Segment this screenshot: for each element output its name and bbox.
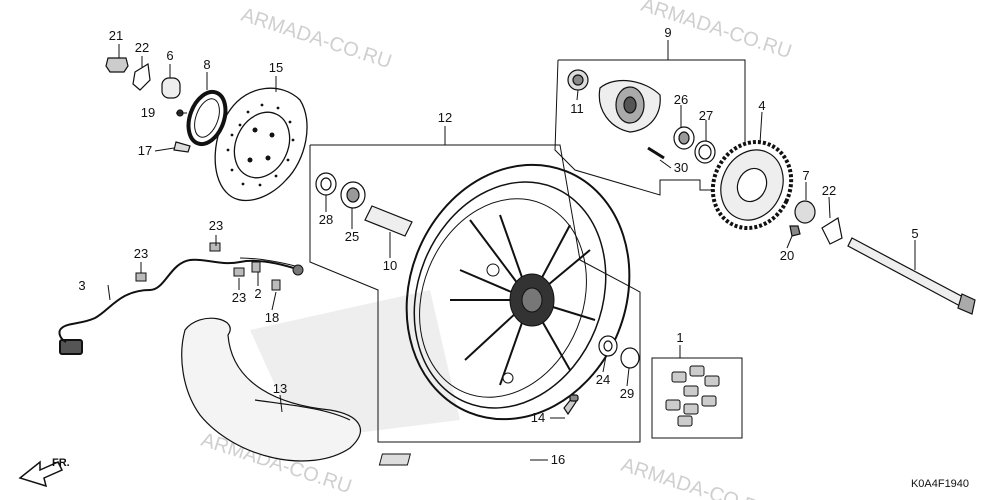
brake-disc bbox=[214, 87, 308, 202]
hub-group-outline bbox=[554, 59, 746, 196]
callout-5: 5 bbox=[911, 226, 918, 241]
callout-6: 6 bbox=[166, 48, 173, 63]
damper-group-outline bbox=[651, 357, 743, 439]
diagram-code: K0A4F1940 bbox=[911, 478, 969, 490]
callout-20: 20 bbox=[780, 248, 794, 263]
watermark-text: ARMADA-CO.RU bbox=[238, 4, 394, 73]
callout-19: 19 bbox=[141, 105, 155, 120]
callout-1: 1 bbox=[676, 330, 683, 345]
driven-sprocket bbox=[710, 140, 794, 230]
speed-sensor-harness bbox=[58, 257, 301, 355]
wheel-group-outline bbox=[309, 144, 641, 443]
callout-23b: 23 bbox=[134, 246, 148, 261]
callout-22: 22 bbox=[135, 40, 149, 55]
callout-2: 2 bbox=[254, 286, 261, 301]
front-label: FR. bbox=[52, 457, 70, 469]
group-outlines bbox=[309, 40, 746, 443]
final-driven-flange bbox=[567, 69, 716, 164]
rear-axle bbox=[789, 200, 976, 315]
callout-27: 27 bbox=[699, 108, 713, 123]
harness-clips bbox=[135, 242, 304, 291]
watermark-text: ARMADA-CO.RU bbox=[618, 454, 774, 500]
leader-lines bbox=[107, 44, 916, 461]
callout-7: 7 bbox=[802, 168, 809, 183]
callout-28: 28 bbox=[319, 212, 333, 227]
callout-25: 25 bbox=[345, 229, 359, 244]
callout-15: 15 bbox=[269, 60, 283, 75]
callout-13: 13 bbox=[273, 381, 287, 396]
wheel-bearings bbox=[315, 172, 640, 369]
front-direction-marker: FR. bbox=[18, 457, 70, 488]
watermark-text: ARMADA-CO.RU bbox=[638, 0, 794, 63]
callout-21: 21 bbox=[109, 28, 123, 43]
tire-valve bbox=[563, 394, 579, 416]
callout-9: 9 bbox=[664, 25, 671, 40]
callout-12: 12 bbox=[438, 110, 452, 125]
rear-tire bbox=[181, 317, 361, 462]
callout-30: 30 bbox=[674, 160, 688, 175]
callout-14: 14 bbox=[531, 410, 545, 425]
callout-23: 23 bbox=[209, 218, 223, 233]
callout-24: 24 bbox=[596, 372, 610, 387]
callout-26: 26 bbox=[674, 92, 688, 107]
callout-11: 11 bbox=[570, 101, 584, 116]
callout-3: 3 bbox=[78, 278, 85, 293]
callout-22b: 22 bbox=[822, 183, 836, 198]
front-arrow-icon bbox=[18, 460, 64, 488]
rear-wheel bbox=[405, 163, 631, 421]
callout-23c: 23 bbox=[232, 290, 246, 305]
callout-17: 17 bbox=[138, 143, 152, 158]
callout-4: 4 bbox=[758, 98, 765, 113]
callout-8: 8 bbox=[203, 57, 210, 72]
callout-10: 10 bbox=[383, 258, 397, 273]
disc-small-parts bbox=[105, 57, 191, 153]
pulser-ring bbox=[186, 89, 228, 147]
balance-weight bbox=[378, 453, 411, 466]
callout-16: 16 bbox=[551, 452, 565, 467]
damper-rubbers bbox=[665, 365, 720, 427]
callout-18: 18 bbox=[265, 310, 279, 325]
callout-labels: 1 2 3 4 5 6 7 8 9 10 11 12 13 14 15 16 1… bbox=[78, 25, 918, 467]
callout-29: 29 bbox=[620, 386, 634, 401]
